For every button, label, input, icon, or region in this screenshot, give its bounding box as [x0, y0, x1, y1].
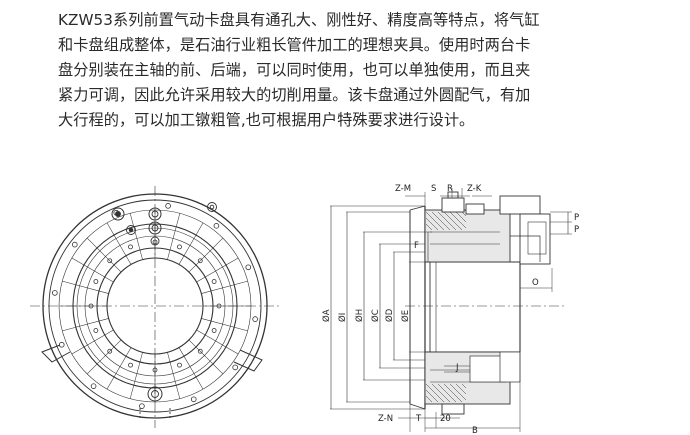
jaw-slot-line — [71, 329, 114, 355]
outer-bolt-hole — [190, 396, 197, 403]
mid-bolt-hole — [211, 328, 217, 333]
jaw-slot-line — [86, 339, 122, 375]
section-hatch-line — [437, 383, 457, 403]
outer-bolt-hole — [252, 316, 258, 322]
label-p-lower: P — [574, 225, 579, 235]
label-o: O — [532, 278, 539, 288]
mid-bolt-hole — [93, 328, 99, 333]
section-hatch-line — [443, 211, 463, 231]
jaw-slot-line — [201, 280, 248, 294]
outer-bolt-hole — [232, 364, 238, 371]
description-line: KZW53系列前置气动卡盘具有通孔大、刚性好、精度高等特点，将气缸 — [58, 11, 540, 29]
jaw-slot-line — [167, 352, 181, 399]
outer-bolt-hole — [72, 241, 78, 248]
section-hatch-line — [461, 383, 467, 389]
section-hatch-line — [425, 223, 433, 231]
label-z-k: Z-K — [467, 184, 482, 194]
mid-bolt-hole — [216, 303, 222, 309]
label-dia-d: ØD — [384, 308, 395, 322]
jaw-slot-line — [178, 222, 204, 265]
label-j: J — [455, 363, 459, 373]
outer-bolt-hole — [58, 341, 65, 348]
description-line: 和卡盘组成整体，是石油行业粗长管件加工的理想夹具。使用时两台卡 — [58, 36, 531, 54]
label-dia-i: ØI — [337, 313, 348, 322]
jaw-slot-line — [106, 347, 132, 390]
outer-bolt-hole — [139, 403, 145, 409]
mid-bolt-hole — [152, 239, 158, 245]
description-line: 大行程的，可以加工镦粗管,也可根据用户特殊要求进行设计。 — [58, 111, 475, 129]
outer-bolt-hole — [213, 223, 220, 229]
chuck-front-view — [30, 186, 282, 428]
section-hatch-line — [455, 211, 467, 223]
mid-bolt-hole — [197, 348, 203, 354]
section-hatch-line — [431, 211, 451, 231]
mid-bolt-hole — [211, 279, 217, 284]
mid-bolt-hole — [197, 258, 203, 264]
jaw-slot-line — [188, 237, 224, 273]
jaw-slot-line — [201, 318, 248, 332]
section-hatch-line — [425, 389, 439, 403]
jaw-slot-line — [167, 213, 181, 260]
label-dia-e: ØE — [400, 310, 411, 322]
description-line: 紧力可调，因此允许采用较大的切削用量。该卡盘通过外圆配气，有加 — [58, 86, 531, 104]
section-hatch-line — [455, 383, 467, 395]
label-z-n: Z-N — [378, 414, 393, 424]
mid-bolt-hole — [177, 362, 182, 368]
section-hatch-line — [425, 395, 433, 403]
label-z-m: Z-M — [395, 184, 411, 194]
outer-bolt-hole — [245, 264, 252, 271]
label-p-upper: P — [574, 213, 579, 223]
jaw-slot-line — [71, 257, 114, 283]
label-t: T — [415, 414, 422, 424]
label-f: F — [414, 241, 419, 251]
section-hatch-line — [437, 211, 457, 231]
section-hatch-line — [461, 211, 467, 217]
mid-bolt-hole — [93, 279, 99, 284]
mid-bolt-hole — [107, 258, 113, 264]
label-20: 20 — [440, 414, 451, 424]
jaw-slot-line — [106, 222, 132, 265]
mid-bolt-hole — [128, 362, 133, 368]
dimension-labels: Z-M S R Z-K P P F O ØA ØI ØH ØC ØD ØE J … — [321, 184, 579, 435]
mid-bolt-hole — [152, 367, 158, 373]
jaw-slot-line — [62, 280, 109, 294]
outer-bolt-hole — [52, 290, 58, 296]
label-r: R — [447, 184, 453, 194]
label-s: S — [431, 184, 436, 194]
mid-bolt-hole — [128, 244, 133, 250]
label-b: B — [472, 426, 478, 435]
product-description: KZW53系列前置气动卡盘具有通孔大、刚性好、精度高等特点，将气缸 和卡盘组成整… — [58, 8, 648, 133]
mid-bolt-hole — [177, 244, 182, 250]
mid-bolt-hole — [107, 348, 113, 354]
section-hatch-line — [425, 211, 445, 231]
outer-bolt-hole — [90, 383, 97, 389]
section-hatch-line — [431, 383, 451, 403]
jaw-slot-line — [62, 318, 109, 332]
jaw-slot-line — [196, 329, 239, 355]
label-dia-a: ØA — [321, 309, 332, 322]
description-line: 盘分别装在主轴的前、后端，可以同时使用，也可以单独使用，而且夹 — [58, 61, 531, 79]
section-hatch-line — [443, 383, 463, 403]
outer-bolt-hole — [165, 203, 171, 209]
label-dia-c: ØC — [370, 309, 381, 322]
jaw-slot-line — [129, 352, 143, 399]
jaw-slot-line — [86, 237, 122, 273]
jaw-slot-line — [129, 213, 143, 260]
chuck-side-section-view — [330, 188, 572, 432]
jaw-slot-line — [196, 257, 239, 283]
section-hatch-line — [449, 383, 467, 401]
section-hatch-line — [449, 211, 467, 229]
section-hatch-line — [425, 217, 439, 231]
jaw-slot-line — [188, 339, 224, 375]
jaw-slot-line — [178, 347, 204, 390]
mid-bolt-hole — [88, 303, 94, 309]
label-dia-h: ØH — [354, 309, 365, 322]
section-hatch-line — [425, 383, 445, 403]
